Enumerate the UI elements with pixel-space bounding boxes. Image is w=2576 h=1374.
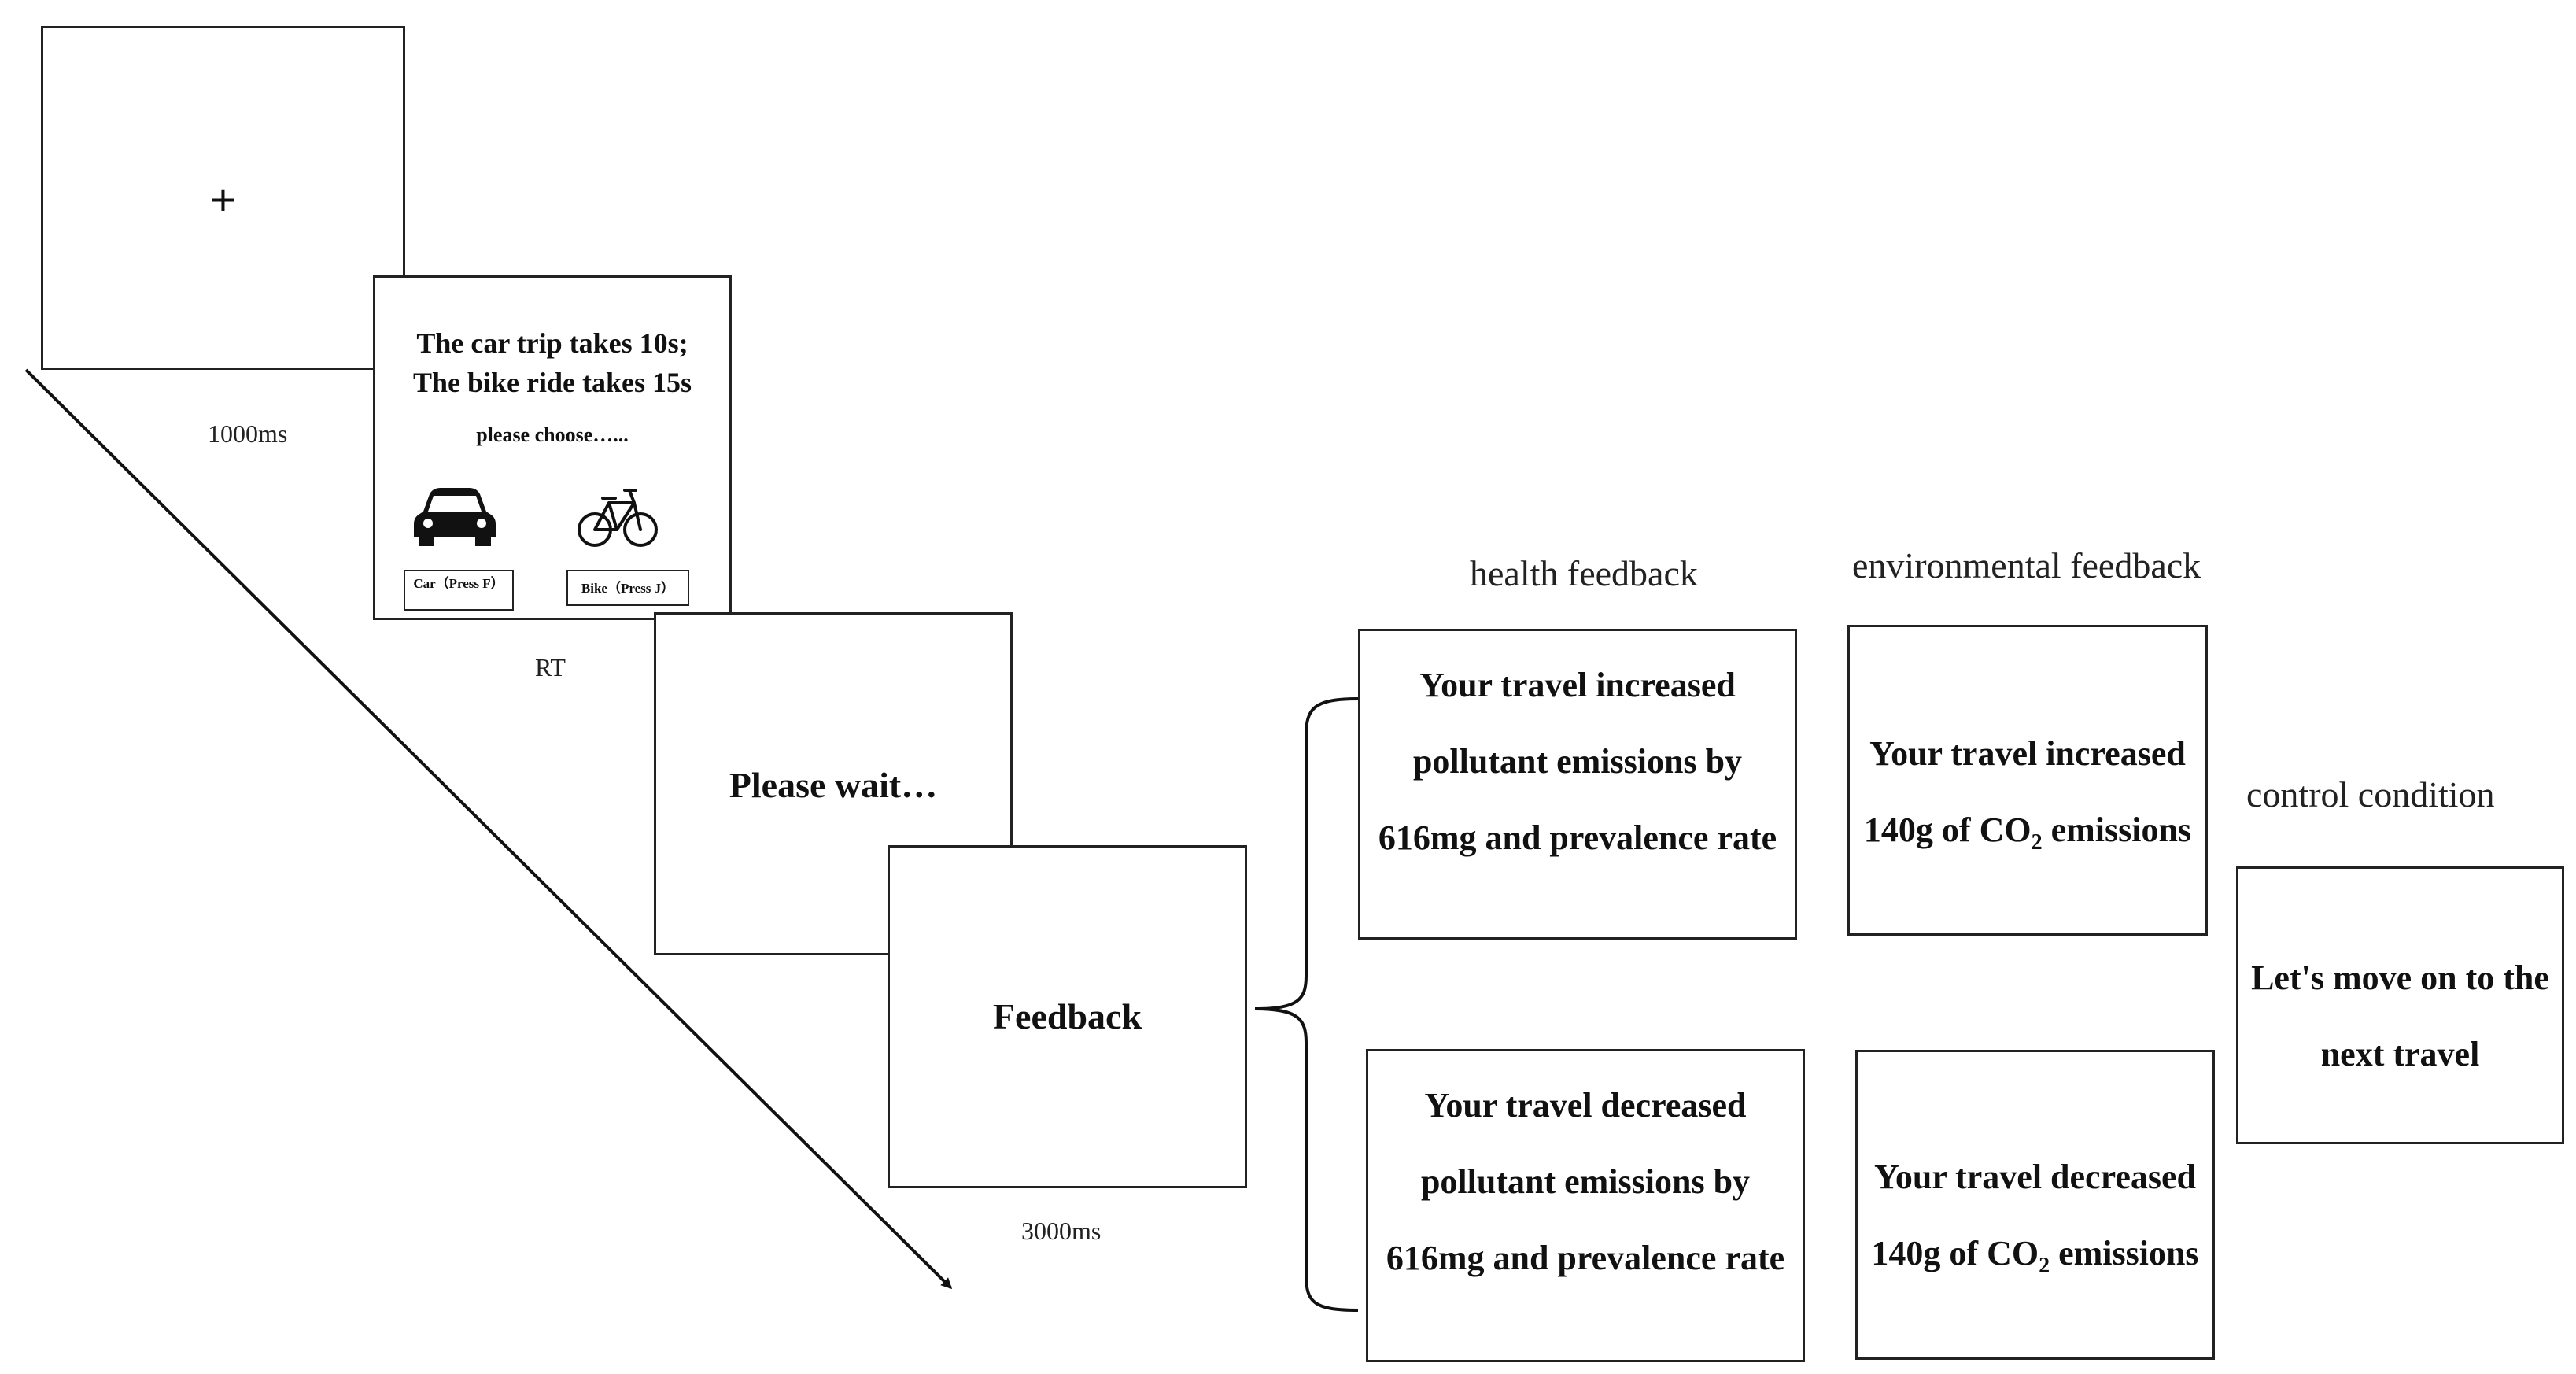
choice-screen: The car trip takes 10s; The bike ride ta… <box>373 275 732 620</box>
health-increase-line-3: 616mg and prevalence rate <box>1378 818 1777 857</box>
env-decrease-line-2: 140g of CO2 emissions <box>1871 1234 2199 1278</box>
health-decrease-line-3: 616mg and prevalence rate <box>1386 1239 1785 1277</box>
health-increase-text: Your travel increased pollutant emission… <box>1360 647 1795 876</box>
env-decrease-text: Your travel decreased 140g of CO2 emissi… <box>1858 1139 2212 1304</box>
choice-line-2: The bike ride takes 15s <box>412 367 692 398</box>
env-decrease-line-1: Your travel decreased <box>1874 1158 2196 1196</box>
health-decrease-text: Your travel decreased pollutant emission… <box>1368 1067 1803 1296</box>
control-line-1: Let's move on to the <box>2251 958 2549 997</box>
control-condition-header: control condition <box>2246 774 2495 814</box>
choice-line-1: The car trip takes 10s; <box>416 327 688 359</box>
control-text: Let's move on to the next travel <box>2238 940 2562 1092</box>
health-increase-line-2: pollutant emissions by <box>1412 742 1743 781</box>
health-increase-line-1: Your travel increased <box>1419 666 1736 704</box>
feedback-text: Feedback <box>992 996 1142 1036</box>
env-increase-box: Your travel increased 140g of CO2 emissi… <box>1847 625 2208 936</box>
fixation-screen: + <box>41 26 405 370</box>
feedback-screen: Feedback <box>888 845 1247 1188</box>
car-key-button[interactable]: Car（Press F） <box>404 570 514 611</box>
env-increase-text: Your travel increased 140g of CO2 emissi… <box>1850 715 2205 881</box>
wait-text: Please wait… <box>729 765 938 805</box>
curly-brace <box>1254 697 1359 1312</box>
health-decrease-line-2: pollutant emissions by <box>1420 1162 1751 1201</box>
bicycle-icon <box>578 489 658 547</box>
health-decrease-box: Your travel decreased pollutant emission… <box>1366 1049 1805 1362</box>
bike-key-button[interactable]: Bike（Press J） <box>566 570 689 606</box>
env-increase-line-2: 140g of CO2 emissions <box>1863 811 2192 855</box>
choice-prompt: please choose…... <box>476 423 629 446</box>
env-decrease-box: Your travel decreased 140g of CO2 emissi… <box>1855 1050 2215 1360</box>
health-feedback-header: health feedback <box>1470 553 1698 593</box>
env-increase-line-1: Your travel increased <box>1869 734 2186 773</box>
health-increase-box: Your travel increased pollutant emission… <box>1358 629 1797 940</box>
health-decrease-line-1: Your travel decreased <box>1424 1086 1747 1125</box>
wait-screen: Please wait… <box>654 612 1013 955</box>
control-box: Let's move on to the next travel <box>2236 866 2564 1144</box>
fixation-cross: + <box>210 175 236 224</box>
environmental-feedback-header: environmental feedback <box>1852 545 2201 585</box>
car-icon <box>414 488 496 546</box>
control-line-2: next travel <box>2320 1035 2480 1073</box>
choice-duration: RT <box>535 653 566 681</box>
timeline-arrow <box>24 368 953 1290</box>
feedback-duration: 3000ms <box>1021 1217 1102 1245</box>
fixation-duration: 1000ms <box>208 419 288 448</box>
